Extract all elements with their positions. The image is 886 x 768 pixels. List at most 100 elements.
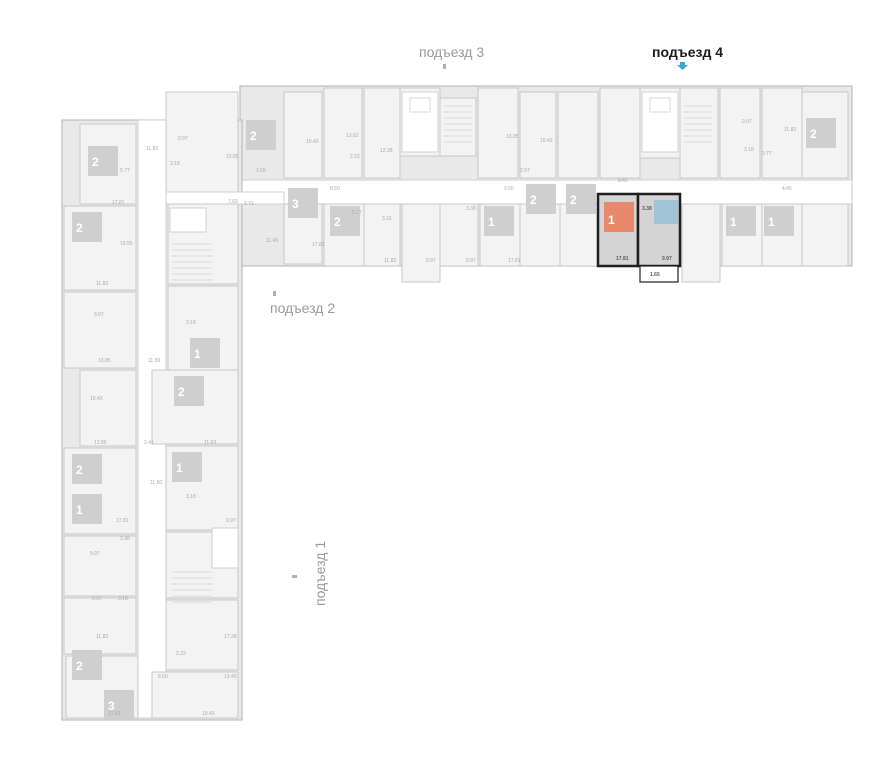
svg-text:8.42: 8.42 xyxy=(618,178,628,184)
svg-text:2: 2 xyxy=(334,215,341,229)
svg-text:11.50: 11.50 xyxy=(150,480,162,486)
svg-text:2.71: 2.71 xyxy=(244,201,254,207)
svg-text:4.45: 4.45 xyxy=(782,186,792,192)
svg-text:11.82: 11.82 xyxy=(146,146,158,152)
svg-text:9.97: 9.97 xyxy=(426,258,436,264)
entrance-3-arrow-icon xyxy=(443,64,446,69)
selected-apartment-kitchen[interactable] xyxy=(636,192,682,268)
svg-text:2.22: 2.22 xyxy=(176,651,186,657)
svg-text:11.82: 11.82 xyxy=(384,258,396,264)
svg-text:1: 1 xyxy=(488,215,495,229)
svg-text:1: 1 xyxy=(768,215,775,229)
svg-text:5.77: 5.77 xyxy=(120,168,130,174)
svg-text:13.62: 13.62 xyxy=(346,133,359,139)
svg-text:11.50: 11.50 xyxy=(148,358,160,364)
svg-text:2: 2 xyxy=(76,221,83,235)
svg-text:2: 2 xyxy=(530,193,537,207)
selected-apartment-bath xyxy=(654,200,678,224)
svg-text:11.63: 11.63 xyxy=(204,440,216,446)
svg-text:9.97: 9.97 xyxy=(90,551,100,557)
svg-text:2: 2 xyxy=(76,659,83,673)
selected-apartment-living-area: 17.81 xyxy=(616,256,629,262)
svg-text:2.41: 2.41 xyxy=(144,440,154,446)
svg-text:9.97: 9.97 xyxy=(466,258,476,264)
svg-text:19.55: 19.55 xyxy=(120,241,133,247)
top-wing-bottom-rooms xyxy=(283,203,849,283)
corner-corridor xyxy=(165,191,285,205)
svg-text:9.97: 9.97 xyxy=(94,312,104,318)
svg-text:9.97: 9.97 xyxy=(92,596,102,602)
svg-text:1: 1 xyxy=(194,347,201,361)
stairs-left xyxy=(169,207,239,603)
svg-text:2: 2 xyxy=(570,193,577,207)
svg-text:1: 1 xyxy=(76,503,83,517)
selected-apartment-badge xyxy=(604,202,634,232)
svg-text:5.77: 5.77 xyxy=(352,210,362,216)
svg-text:1.65: 1.65 xyxy=(256,168,266,174)
svg-text:2: 2 xyxy=(250,129,257,143)
svg-text:12.28: 12.28 xyxy=(380,148,393,154)
svg-text:17.81: 17.81 xyxy=(312,242,325,248)
svg-text:9.97: 9.97 xyxy=(178,136,188,142)
corner-rooms xyxy=(165,91,239,193)
svg-text:3.38: 3.38 xyxy=(466,206,476,212)
svg-text:2.22: 2.22 xyxy=(350,154,360,160)
entrance-3-label[interactable]: подъезд 3 xyxy=(419,44,484,60)
svg-text:13.85: 13.85 xyxy=(506,134,519,140)
svg-text:1: 1 xyxy=(730,215,737,229)
svg-text:2.97: 2.97 xyxy=(520,168,530,174)
svg-text:17.81: 17.81 xyxy=(108,711,121,717)
top-row-rooms xyxy=(283,87,849,179)
svg-text:11.82: 11.82 xyxy=(784,127,796,133)
svg-text:3: 3 xyxy=(292,197,299,211)
svg-text:10.43: 10.43 xyxy=(306,139,319,145)
svg-text:8.50: 8.50 xyxy=(158,674,168,680)
svg-text:3.18: 3.18 xyxy=(744,147,754,153)
svg-text:3.18: 3.18 xyxy=(170,161,180,167)
selected-apartment-balcony-area: 1.65 xyxy=(650,272,660,278)
svg-text:9.97: 9.97 xyxy=(226,518,236,524)
selected-apartment-bath-area: 3.38 xyxy=(642,206,652,212)
svg-text:3.38: 3.38 xyxy=(120,536,130,542)
svg-text:17.28: 17.28 xyxy=(224,634,237,640)
entrance-4-label[interactable]: подъезд 4 xyxy=(652,44,723,60)
svg-text:17.81: 17.81 xyxy=(116,518,129,524)
area-labels: 9.97 11.82 3.18 13.85 5.77 17.81 19.55 1… xyxy=(90,119,796,717)
svg-text:13.85: 13.85 xyxy=(98,358,111,364)
svg-text:10.43: 10.43 xyxy=(202,711,215,717)
svg-text:13.49: 13.49 xyxy=(224,674,237,680)
svg-text:17.81: 17.81 xyxy=(508,258,521,264)
entrance-2-arrow-icon xyxy=(273,291,276,296)
svg-text:10.43: 10.43 xyxy=(90,396,103,402)
svg-text:9.97: 9.97 xyxy=(742,119,752,125)
left-column-rooms xyxy=(63,123,239,719)
selected-apartment-balcony xyxy=(639,265,679,283)
entrance-1-arrow-icon xyxy=(292,575,297,578)
entrance-2-label[interactable]: подъезд 2 xyxy=(270,300,335,316)
svg-text:8.50: 8.50 xyxy=(330,186,340,192)
svg-text:9.50: 9.50 xyxy=(504,186,514,192)
svg-text:2: 2 xyxy=(178,385,185,399)
svg-text:2: 2 xyxy=(810,127,817,141)
svg-text:3.18: 3.18 xyxy=(186,494,196,500)
svg-text:3.18: 3.18 xyxy=(186,320,196,326)
svg-text:13.85: 13.85 xyxy=(226,154,239,160)
entrance-1-label[interactable]: подъезд 1 xyxy=(312,541,328,606)
svg-text:11.82: 11.82 xyxy=(96,634,108,640)
entrance-4-arrow-icon xyxy=(677,62,688,70)
apartment-badges: 2 2 2 1 2 3 2 1 2 1 2 1 1 2 3 1 2 2 xyxy=(72,118,836,720)
svg-text:11.45: 11.45 xyxy=(266,238,278,244)
stairs-top xyxy=(401,91,712,153)
svg-text:7.69: 7.69 xyxy=(228,199,238,205)
svg-text:3.18: 3.18 xyxy=(118,596,128,602)
selected-apartment-rooms: 1 xyxy=(608,213,615,227)
svg-text:17.81: 17.81 xyxy=(112,200,125,206)
svg-text:2: 2 xyxy=(92,155,99,169)
svg-text:3.77: 3.77 xyxy=(762,151,772,157)
selected-apartment-kitchen-area: 9.97 xyxy=(662,256,672,262)
svg-text:11.82: 11.82 xyxy=(96,281,108,287)
svg-text:13.85: 13.85 xyxy=(94,440,107,446)
svg-text:1: 1 xyxy=(176,461,183,475)
svg-text:3.31: 3.31 xyxy=(382,216,392,222)
